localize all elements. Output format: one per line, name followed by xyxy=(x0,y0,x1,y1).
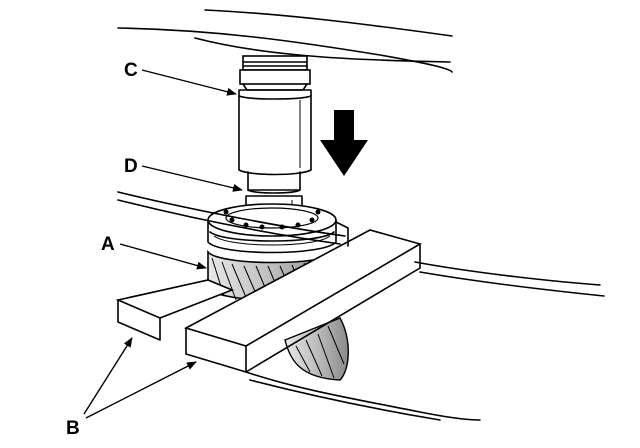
press-ram xyxy=(239,55,311,91)
label-c: C xyxy=(124,60,138,81)
label-a: A xyxy=(101,234,115,255)
steel-blocks xyxy=(115,191,605,421)
label-b: B xyxy=(66,418,80,439)
bearing xyxy=(207,203,337,254)
lower-gear xyxy=(284,317,349,381)
label-d: D xyxy=(124,156,138,177)
down-arrow-icon xyxy=(320,110,368,176)
leader-lines xyxy=(83,69,243,419)
driver-attachment xyxy=(238,89,312,176)
